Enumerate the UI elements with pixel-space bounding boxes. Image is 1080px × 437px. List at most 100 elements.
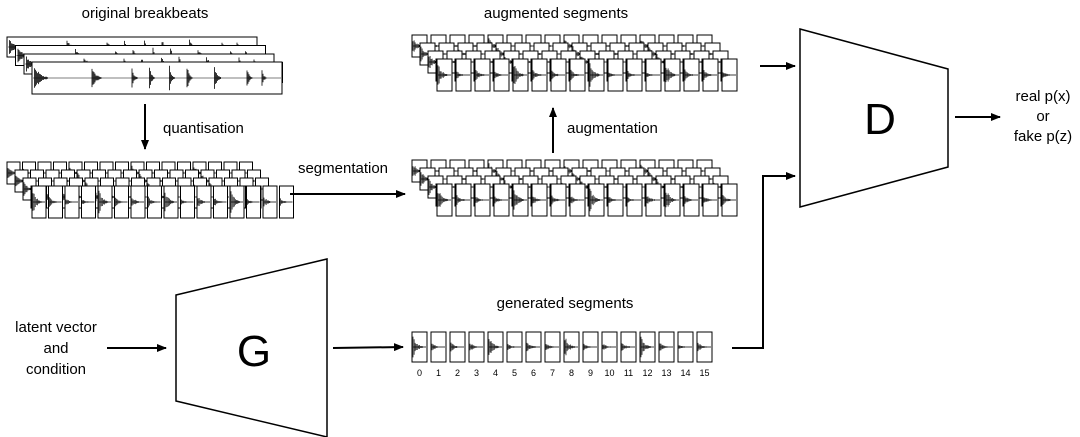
quantised-row-front-wave-4: [98, 190, 111, 214]
quantised-row-front-wave-6: [131, 198, 144, 206]
label-generated-segments: generated segments: [497, 295, 634, 312]
segmented-row-front-wave-11: [646, 196, 660, 204]
segmented-row-front-wave-2: [475, 197, 489, 203]
segmented-row-front-wave-5: [532, 196, 546, 204]
segment-index-15: 15: [699, 368, 709, 378]
quantised-row-front-wave-5: [115, 197, 128, 207]
segmented-row-front-wave-9: [608, 197, 622, 203]
quantised-row-front-wave-14: [263, 197, 276, 207]
quantised-row-front-wave-2: [65, 199, 78, 205]
generated-segment-wave-1: [431, 343, 445, 351]
segment-index-5: 5: [512, 368, 517, 378]
quantised-row-front-wave-13: [247, 199, 260, 205]
generated-segment-wave-14: [678, 345, 692, 349]
quantised-row-front-wave-0: [32, 193, 45, 211]
segmented-row-front-wave-8: [589, 188, 603, 212]
label-output-fake: fake p(z): [1014, 128, 1072, 145]
label-output-or: or: [1036, 108, 1049, 125]
quantised-row-front-wave-7: [148, 196, 161, 208]
quantised-row-front-wave-3: [82, 200, 95, 204]
segmented-row-front-wave-4: [513, 190, 527, 210]
label-latent-line3: condition: [26, 361, 86, 378]
augmented-row-front-wave-15: [722, 72, 736, 78]
segment-index-2: 2: [455, 368, 460, 378]
generated-segment-wave-3: [469, 343, 483, 351]
augmented-row-front-wave-9: [608, 72, 622, 78]
label-quantisation: quantisation: [163, 120, 244, 137]
segment-index-1: 1: [436, 368, 441, 378]
segmented-row-front-wave-1: [456, 195, 470, 205]
generated-segment-wave-8: [564, 338, 578, 356]
augmented-row-front-wave-10: [627, 71, 641, 79]
discriminator-block: [799, 28, 949, 208]
label-augmented-segments: augmented segments: [484, 5, 628, 22]
segmented-row-front-wave-14: [703, 197, 717, 203]
generated-segment-wave-4: [488, 339, 502, 355]
quantised-row-front-wave-9: [181, 199, 194, 205]
quantised-row-front-wave-15: [280, 198, 293, 206]
generated-segment-wave-11: [621, 343, 635, 351]
augmented-row-front-wave-6: [551, 70, 565, 80]
augmented-row-front-wave-12: [665, 67, 679, 83]
segment-index-0: 0: [417, 368, 422, 378]
generated-segment-wave-2: [450, 342, 464, 352]
label-latent-line1: latent vector: [15, 319, 97, 336]
label-output-real: real p(x): [1015, 88, 1070, 105]
generator-to-segments-arrow: [332, 343, 404, 352]
quantised-row-front-wave-11: [214, 198, 227, 206]
quantised-row-front-wave-12: [230, 191, 243, 213]
augmented-row-front-wave-5: [532, 70, 546, 80]
augmented-row-front-wave-1: [456, 71, 470, 79]
augmented-row-front-wave-0: [437, 65, 451, 85]
segmented-row-front-wave-7: [570, 196, 584, 204]
original-strip-front-waveform: [34, 65, 267, 91]
segmented-row-front-wave-10: [627, 197, 641, 203]
augmented-row-front-wave-8: [589, 63, 603, 87]
generated-segment-wave-13: [659, 343, 673, 351]
segmented-row-front-wave-12: [665, 192, 679, 208]
discriminator-label: D: [864, 95, 896, 144]
augmented-segments-stack: [411, 34, 738, 92]
segment-index-13: 13: [661, 368, 671, 378]
segmented-breakbeats-stack: [411, 159, 738, 217]
generated-segment-wave-9: [583, 343, 597, 351]
quantised-breakbeats-stack: [6, 161, 294, 219]
segment-index-7: 7: [550, 368, 555, 378]
segmented-row-front-wave-3: [494, 196, 508, 204]
quantised-row-front-wave-10: [197, 198, 210, 206]
segment-index-4: 4: [493, 368, 498, 378]
label-augmentation: augmentation: [567, 120, 658, 137]
label-segmentation: segmentation: [298, 160, 388, 177]
generated-segment-wave-6: [526, 342, 540, 352]
quantised-row-front-wave-1: [49, 197, 62, 207]
augmented-row-front-wave-13: [684, 69, 698, 81]
generated-to-discriminator-arrow: [732, 172, 796, 349]
segment-index-11: 11: [624, 368, 633, 378]
segment-index-10: 10: [604, 368, 614, 378]
generated-segment-wave-7: [545, 344, 559, 350]
augmented-row-front-wave-7: [570, 69, 584, 81]
generated-segment-wave-5: [507, 344, 521, 350]
generated-segment-wave-0: [412, 336, 426, 358]
augmented-row-front-wave-4: [513, 66, 527, 84]
generated-segment-wave-10: [602, 344, 616, 350]
segment-index-8: 8: [569, 368, 574, 378]
label-latent-line2: and: [43, 340, 68, 357]
segment-index-12: 12: [642, 368, 652, 378]
segment-index-6: 6: [531, 368, 536, 378]
generator-block: [175, 258, 328, 437]
augmented-row-front-wave-2: [475, 70, 489, 80]
segment-index-14: 14: [680, 368, 690, 378]
segment-index-3: 3: [474, 368, 479, 378]
augmented-row-front-wave-11: [646, 73, 660, 77]
segmented-row-front-wave-6: [551, 195, 565, 205]
generator-label: G: [237, 327, 271, 376]
generated-segment-wave-15: [697, 342, 711, 352]
original-breakbeats-stack: [6, 36, 283, 95]
augmented-row-front-wave-3: [494, 71, 508, 79]
generated-segment-wave-12: [640, 336, 654, 358]
quantised-row-front-wave-8: [164, 192, 177, 212]
